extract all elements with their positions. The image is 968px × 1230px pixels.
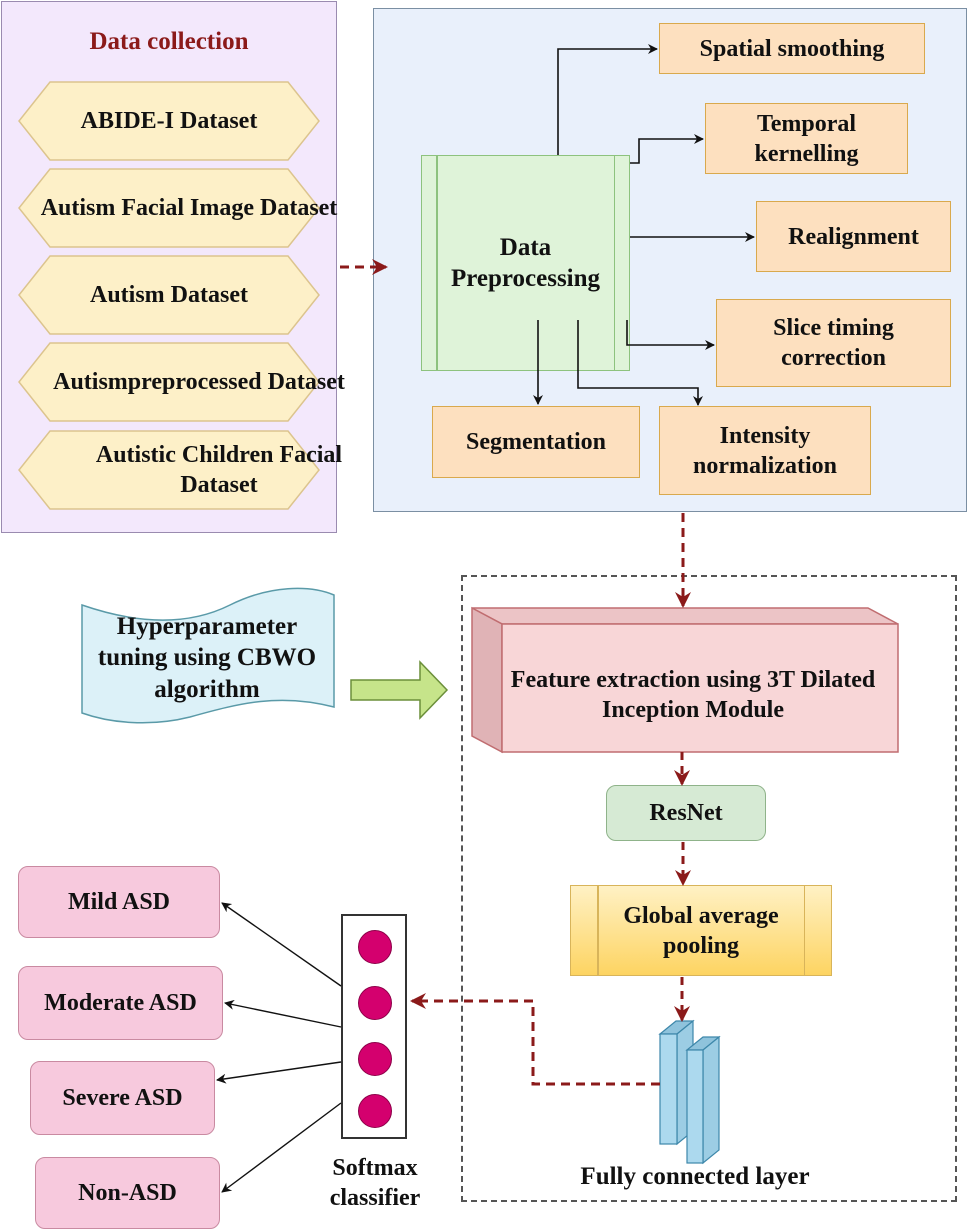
softmax-node-column xyxy=(341,914,407,1139)
feature-extraction-3d-block xyxy=(471,606,899,754)
hexagon-shape xyxy=(18,255,320,335)
spatial-smoothing-box: Spatial smoothing xyxy=(659,23,925,74)
model-dashed-container xyxy=(461,575,957,1202)
arrow-to-moderate-asd xyxy=(224,999,342,1028)
dataset-label: ABIDE-I Dataset xyxy=(80,108,258,134)
output-non-asd: Non-ASD xyxy=(35,1157,220,1229)
global-average-pooling-label: Global average pooling xyxy=(623,902,779,959)
arrow-to-severe-asd xyxy=(216,1061,342,1084)
fully-connected-layer-icon xyxy=(658,1019,721,1165)
dataset-autistic-children-facial: Autistic Children Facial Dataset xyxy=(18,430,342,510)
hexagon-shape xyxy=(18,81,320,161)
dataset-abide-i: ABIDE-I Dataset xyxy=(18,81,320,161)
green-right-arrow-icon xyxy=(350,660,449,720)
global-average-pooling-box: Global average pooling xyxy=(570,885,832,976)
output-severe-asd: Severe ASD xyxy=(30,1061,215,1135)
segmentation-box: Segmentation xyxy=(432,406,640,478)
hyperparameter-document-shape xyxy=(81,587,335,724)
softmax-node xyxy=(358,930,392,964)
softmax-node xyxy=(358,1094,392,1128)
dataset-label: Autism Facial Image Dataset xyxy=(40,195,338,221)
dataset-label: Autismpreprocessed Dataset xyxy=(53,369,345,395)
data-collection-title: Data collection xyxy=(89,28,249,56)
dataset-autism-facial-image: Autism Facial Image Dataset xyxy=(18,168,337,248)
data-preprocessing-box: Data Preprocessing xyxy=(421,155,630,371)
dataset-autism: Autism Dataset xyxy=(18,255,320,335)
process-bar-right xyxy=(613,156,615,370)
process-bar-left xyxy=(597,886,599,975)
slice-timing-correction-box: Slice timing correction xyxy=(716,299,951,387)
resnet-box: ResNet xyxy=(606,785,766,841)
data-preprocessing-label: Data Preprocessing xyxy=(450,233,601,292)
hyperparameter-label: Hyperparameter tuning using CBWO algorit… xyxy=(97,613,317,703)
fully-connected-layer-label: Fully connected layer xyxy=(580,1163,810,1191)
process-bar-left xyxy=(436,156,438,370)
temporal-kernelling-box: Temporal kernelling xyxy=(705,103,908,174)
softmax-node xyxy=(358,986,392,1020)
softmax-classifier-label: Softmax classifier xyxy=(329,1155,421,1211)
intensity-normalization-box: Intensity normalization xyxy=(659,406,871,495)
output-mild-asd: Mild ASD xyxy=(18,866,220,938)
process-bar-right xyxy=(803,886,805,975)
feature-extraction-label: Feature extraction using 3T Dilated Ince… xyxy=(510,667,876,723)
arrow-to-mild-asd xyxy=(221,902,342,987)
dataset-label: Autistic Children Facial Dataset xyxy=(95,442,343,498)
output-moderate-asd: Moderate ASD xyxy=(18,966,223,1040)
dataset-label: Autism Dataset xyxy=(90,282,248,308)
hexagon-shape xyxy=(18,168,320,248)
realignment-box: Realignment xyxy=(756,201,951,272)
hexagon-shape xyxy=(18,430,320,510)
softmax-node xyxy=(358,1042,392,1076)
hexagon-shape xyxy=(18,342,320,422)
dataset-autismpreprocessed: Autismpreprocessed Dataset xyxy=(18,342,345,422)
